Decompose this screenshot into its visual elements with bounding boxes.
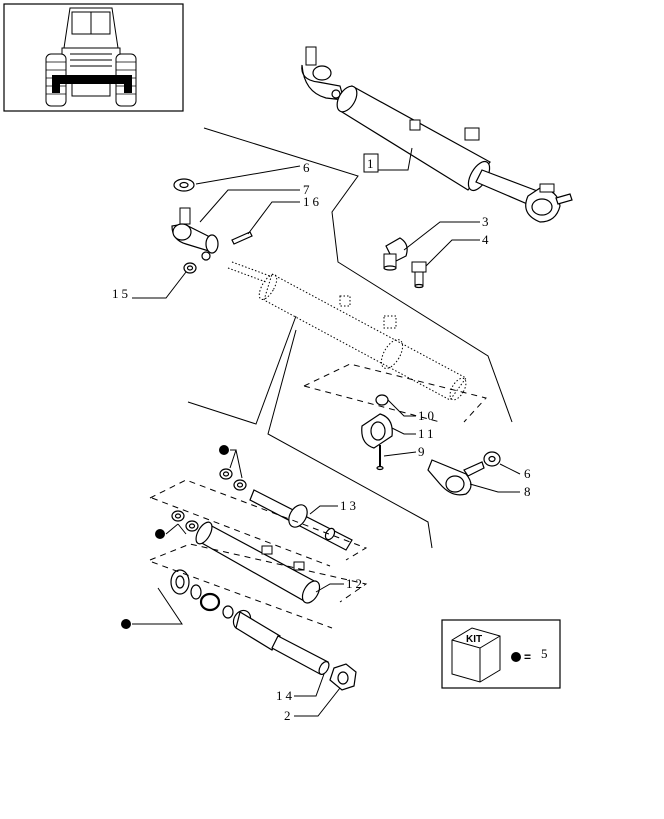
- kit-equals: =: [524, 650, 531, 664]
- bullet-marker: [121, 619, 131, 629]
- cylinder-phantom: [227, 261, 467, 401]
- exploded-view-brackets: [149, 363, 487, 629]
- kit-bullet: [511, 652, 521, 662]
- tie-rod-end-right: [427, 451, 501, 496]
- callout-2: 2: [284, 708, 294, 723]
- leader-lines: [132, 127, 521, 717]
- seal-kit-washers-top: [219, 468, 247, 491]
- callout-3: 3: [482, 214, 492, 229]
- kit-legend: KIT = 5: [441, 619, 561, 689]
- callout-4: 4: [482, 232, 492, 247]
- cylinder-barrel: [195, 521, 321, 604]
- bullet-marker: [219, 445, 229, 455]
- kit-bullets: [121, 445, 229, 629]
- callout-11: 11: [418, 426, 437, 441]
- clamp-parts: [361, 394, 393, 471]
- gland-and-rod: [232, 609, 330, 675]
- straight-fitting: [411, 261, 427, 289]
- callout-16: 16: [303, 194, 322, 209]
- kit-ref: 5: [541, 646, 551, 661]
- callout-1-box: [363, 153, 379, 173]
- callout-12: 12: [346, 576, 365, 591]
- elbow-fitting: [383, 237, 408, 271]
- callout-labels: 1 6 7 16 3 4 15 10 11 9 6 8 13 12 14 2: [112, 156, 534, 723]
- callout-8: 8: [524, 484, 534, 499]
- callout-6-top: 6: [303, 160, 313, 175]
- steering-cylinder-assembly: [301, 46, 573, 223]
- seal-kit-washers-bottom: [170, 569, 234, 619]
- bullet-marker: [155, 529, 165, 539]
- callout-10: 10: [418, 408, 437, 423]
- piston-rod: [249, 489, 353, 551]
- tractor-thumbnail: [3, 3, 184, 112]
- callout-1: 1: [367, 156, 377, 171]
- callout-13: 13: [340, 498, 359, 513]
- callout-15: 15: [112, 286, 131, 301]
- callout-7: 7: [303, 182, 313, 197]
- callout-9: 9: [418, 444, 428, 459]
- seal-kit-washers-mid: [171, 510, 199, 532]
- callout-14: 14: [276, 688, 295, 703]
- nut: [329, 663, 357, 691]
- kit-box-label: KIT: [466, 634, 482, 645]
- tie-rod-end-left: [171, 178, 253, 274]
- callout-6-right: 6: [524, 466, 534, 481]
